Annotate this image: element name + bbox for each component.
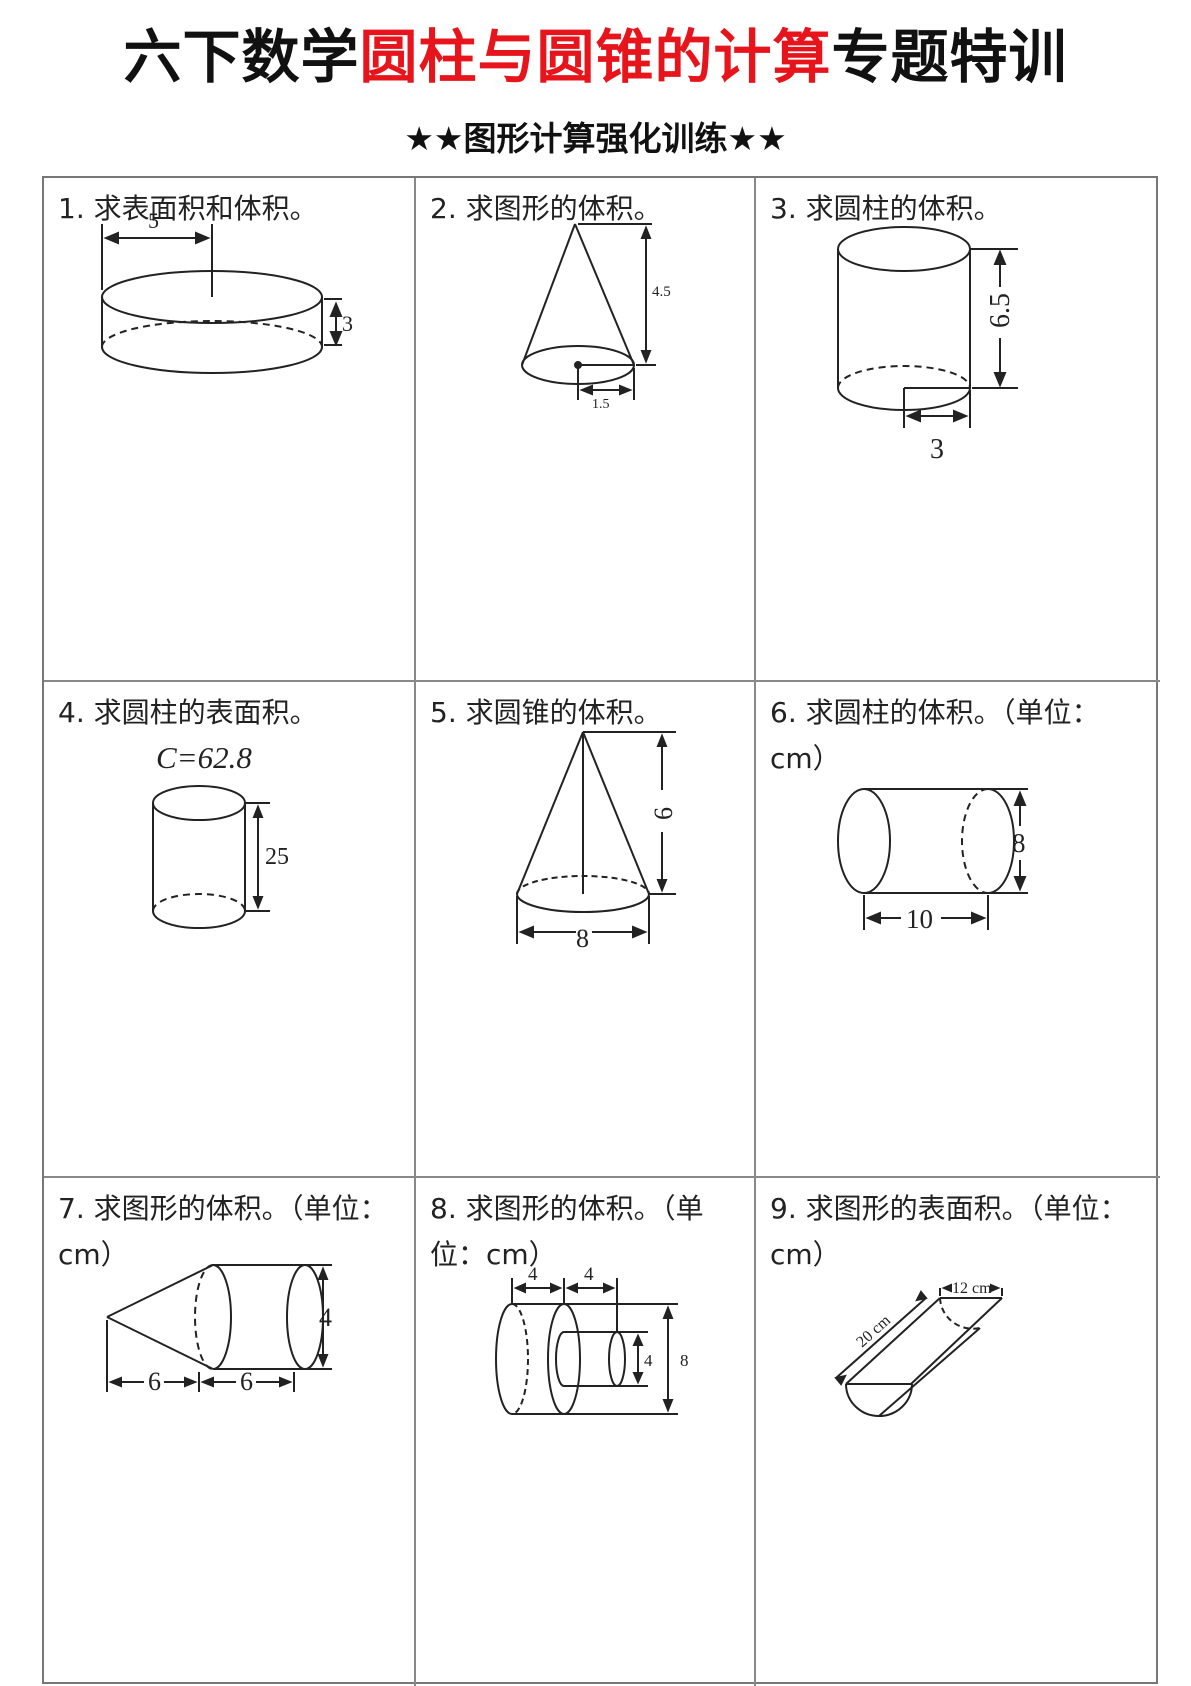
problem-9-text: 9. 求图形的表面积。（单位：cm） [770, 1192, 1128, 1271]
title-suffix: 专题特训 [831, 23, 1068, 91]
title-prefix: 六下数学 [123, 23, 360, 91]
problem-7: 7. 求图形的体积。（单位：cm） 4 6 6 [44, 1178, 416, 1686]
label-cone-length: 6 [148, 1367, 161, 1396]
problem-5: 5. 求圆锥的体积。 6 8 [416, 682, 756, 1178]
label-height: 4.5 [652, 284, 671, 300]
problem-5-text: 5. 求圆锥的体积。 [430, 696, 662, 729]
label-diameter: 12 cm [952, 1280, 992, 1297]
label-length-right: 4 [584, 1264, 594, 1285]
cylinder-figure: 6.5 3 [837, 226, 1018, 465]
problem-6-text: 6. 求圆柱的体积。（单位：cm） [770, 696, 1100, 775]
problem-8: 8. 求图形的体积。（单位：cm） 4 [416, 1178, 756, 1686]
page-subtitle: ★★图形计算强化训练★★ [404, 119, 787, 158]
problem-7-text: 7. 求图形的体积。（单位：cm） [58, 1192, 388, 1271]
label-diameter: 8 [576, 924, 589, 953]
label-radius: 3 [930, 434, 944, 465]
label-small-diameter: 4 [644, 1351, 653, 1370]
label-diameter: 8 [1012, 828, 1026, 858]
problem-9: 9. 求图形的表面积。（单位：cm） 20 cm 12 cm [756, 1178, 1160, 1686]
stepped-cylinder-figure: 4 4 4 8 [495, 1264, 689, 1415]
page-title: 六下数学圆柱与圆锥的计算专题特训 [0, 28, 1191, 86]
label-height: 3 [342, 311, 353, 336]
problem-2-text: 2. 求图形的体积。 [430, 192, 662, 225]
label-length-left: 4 [528, 1264, 538, 1285]
cone-figure: 6 8 [516, 731, 678, 953]
half-cylinder-figure: 20 cm 12 cm [834, 1280, 1003, 1417]
problem-8-text: 8. 求图形的体积。（单位：cm） [430, 1192, 704, 1271]
cone-figure: 4.5 1.5 [521, 223, 671, 412]
cylinder-figure: 8 10 [837, 788, 1028, 934]
cone-cylinder-figure: 4 6 6 [106, 1264, 332, 1396]
label-diameter: 4 [319, 1303, 332, 1332]
label-height: 6.5 [985, 293, 1016, 328]
problem-1: 1. 求表面积和体积。 5 3 [44, 178, 416, 682]
problem-4-text: 4. 求圆柱的表面积。 [58, 696, 318, 729]
problem-4: 4. 求圆柱的表面积。 C=62.8 25 [44, 682, 416, 1178]
label-height: 25 [265, 844, 289, 870]
label-circumference: C=62.8 [156, 740, 252, 775]
problem-grid: 1. 求表面积和体积。 5 3 2. 求图形的体积。 [42, 176, 1160, 1686]
problem-2: 2. 求图形的体积。 4.5 1.5 [416, 178, 756, 682]
label-length: 10 [906, 904, 933, 934]
problem-3-text: 3. 求圆柱的体积。 [770, 192, 1002, 225]
cylinder-figure: C=62.8 25 [152, 740, 289, 929]
problem-1-text: 1. 求表面积和体积。 [58, 192, 318, 225]
title-highlight: 圆柱与圆锥的计算 [359, 23, 832, 91]
label-cylinder-length: 6 [240, 1367, 253, 1396]
cylinder-figure: 5 3 [101, 208, 353, 374]
problem-3: 3. 求圆柱的体积。 6.5 3 [756, 178, 1160, 682]
label-radius: 1.5 [592, 397, 610, 412]
label-height: 6 [649, 807, 678, 820]
problem-6: 6. 求圆柱的体积。（单位：cm） 8 10 [756, 682, 1160, 1178]
label-radius: 5 [148, 208, 159, 233]
label-large-diameter: 8 [680, 1351, 689, 1370]
